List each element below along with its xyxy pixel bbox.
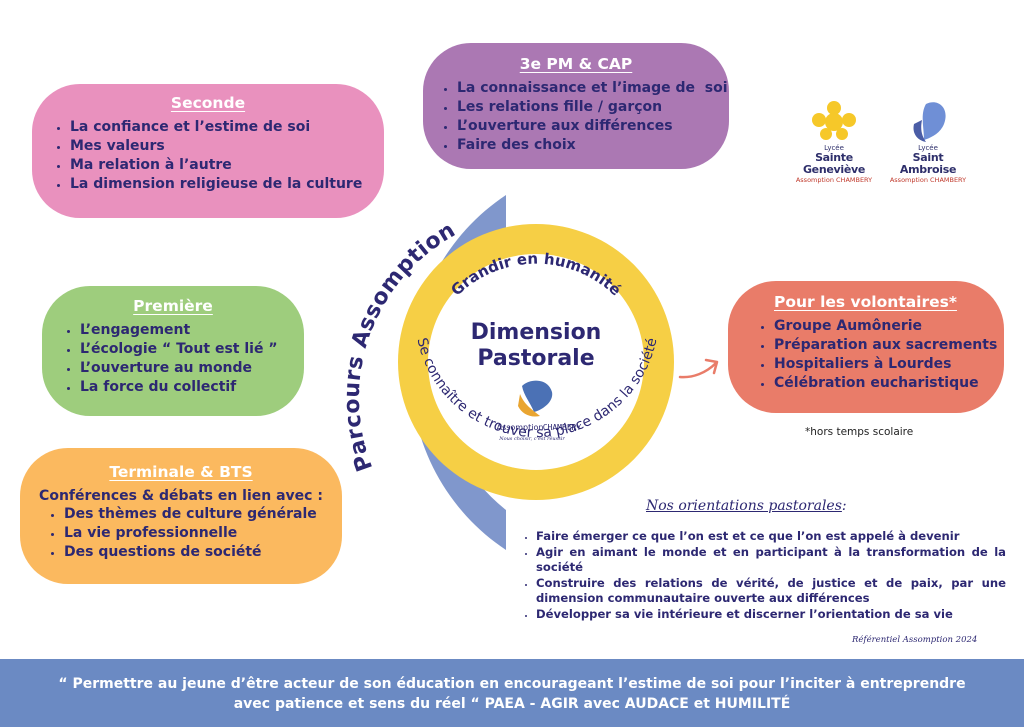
footer-line-2: avec patience et sens du réel “ PAEA - A… <box>233 696 791 712</box>
list-item: Faire émerger ce que l’on est et ce que … <box>536 529 1006 545</box>
terminale-list: Des thèmes de culture générale La vie pr… <box>20 505 342 562</box>
volontaires-title-text: Pour les volontaires <box>774 293 949 311</box>
list-item: Des questions de société <box>64 543 342 562</box>
list-item: Agir en aimant le monde et en participan… <box>536 545 1006 576</box>
center-logo-name: Assomption <box>497 423 544 432</box>
genevieve-name: Sainte Geneviève <box>802 151 866 176</box>
list-item: Ma relation à l’autre <box>70 156 384 175</box>
list-item: L’engagement <box>80 321 304 340</box>
logo-saint-ambroise: Lycée Saint Ambroise Assomption CHAMBERY <box>884 100 972 185</box>
pm-cap-card: 3e PM & CAP La connaissance et l’image d… <box>423 43 729 169</box>
list-item: La force du collectif <box>80 378 304 397</box>
list-item: Mes valeurs <box>70 137 384 156</box>
list-item: Faire des choix <box>457 136 729 155</box>
ring-inner <box>428 254 644 470</box>
volontaires-card: Pour les volontaires* Groupe Aumônerie P… <box>728 281 1004 413</box>
list-item: La dimension religieuse de la culture <box>70 175 384 194</box>
ambroise-lycee: Lycée <box>918 144 938 152</box>
genevieve-group: Assomption CHAMBERY <box>795 176 873 184</box>
premiere-title: Première <box>133 297 213 315</box>
pm-cap-title: 3e PM & CAP <box>519 55 633 73</box>
volontaires-note: *hors temps scolaire <box>805 426 914 438</box>
list-item: Développer sa vie intérieure et discerne… <box>536 607 1006 623</box>
butterfly-logo-icon <box>518 380 553 417</box>
center-logo-tagline: Nous choisir, c'est réussir <box>498 435 565 442</box>
footer-line-1: “ Permettre au jeune d’être acteur de so… <box>58 676 966 692</box>
orientations-title-text: Nos orientations pastorales <box>646 498 842 514</box>
footer-banner: “ Permettre au jeune d’être acteur de so… <box>0 659 1024 727</box>
terminale-intro: Conférences & débats en lien avec : <box>39 488 323 504</box>
terminale-card: Terminale & BTS Conférences & débats en … <box>20 448 342 584</box>
pm-cap-list: La connaissance et l’image de soi Les re… <box>423 79 729 155</box>
center-title-1: Dimension <box>471 320 602 345</box>
seconde-card: Seconde La confiance et l’estime de soi … <box>32 84 384 218</box>
center-logo-city: CHAMBERY <box>543 423 582 432</box>
orientations-title: Nos orientations pastorales : <box>646 498 847 514</box>
flower-logo-icon <box>812 101 856 140</box>
terminale-title: Terminale & BTS <box>109 463 253 481</box>
seconde-title: Seconde <box>170 94 246 112</box>
logo-sainte-genevieve: Lycée Sainte Geneviève Assomption CHAMBE… <box>786 100 882 185</box>
ambroise-name: Saint Ambroise <box>899 151 957 176</box>
list-item: Préparation aux sacrements <box>774 336 1004 355</box>
volontaires-list: Groupe Aumônerie Préparation aux sacreme… <box>728 317 1004 393</box>
ambroise-group: Assomption CHAMBERY <box>889 176 967 184</box>
genevieve-lycee: Lycée <box>824 144 844 152</box>
list-item: Hospitaliers à Lourdes <box>774 355 1004 374</box>
volontaires-star: * <box>948 293 957 311</box>
butterfly-logo-icon <box>913 102 946 142</box>
list-item: La connaissance et l’image de soi <box>457 79 729 98</box>
premiere-list: L’engagement L’écologie “ Tout est lié ”… <box>42 321 304 397</box>
list-item: L’ouverture au monde <box>80 359 304 378</box>
list-item: La confiance et l’estime de soi <box>70 118 384 137</box>
seconde-list: La confiance et l’estime de soi Mes vale… <box>32 118 384 194</box>
orientations-list: Faire émerger ce que l’on est et ce que … <box>516 529 1006 622</box>
orientations-title-suffix: : <box>841 498 847 514</box>
referentiel-caption: Référentiel Assomption 2024 <box>852 635 978 645</box>
list-item: Les relations fille / garçon <box>457 98 729 117</box>
center-title-2: Pastorale <box>477 346 594 371</box>
list-item: L’ouverture aux différences <box>457 117 729 136</box>
volontaires-title: Pour les volontaires* <box>728 293 1004 311</box>
premiere-card: Première L’engagement L’écologie “ Tout … <box>42 286 304 416</box>
list-item: Groupe Aumônerie <box>774 317 1004 336</box>
list-item: Construire des relations de vérité, de j… <box>536 576 1006 607</box>
arrow-icon <box>678 358 719 379</box>
list-item: Des thèmes de culture générale <box>64 505 342 524</box>
list-item: L’écologie “ Tout est lié ” <box>80 340 304 359</box>
list-item: Célébration eucharistique <box>774 374 1004 393</box>
list-item: La vie professionnelle <box>64 524 342 543</box>
